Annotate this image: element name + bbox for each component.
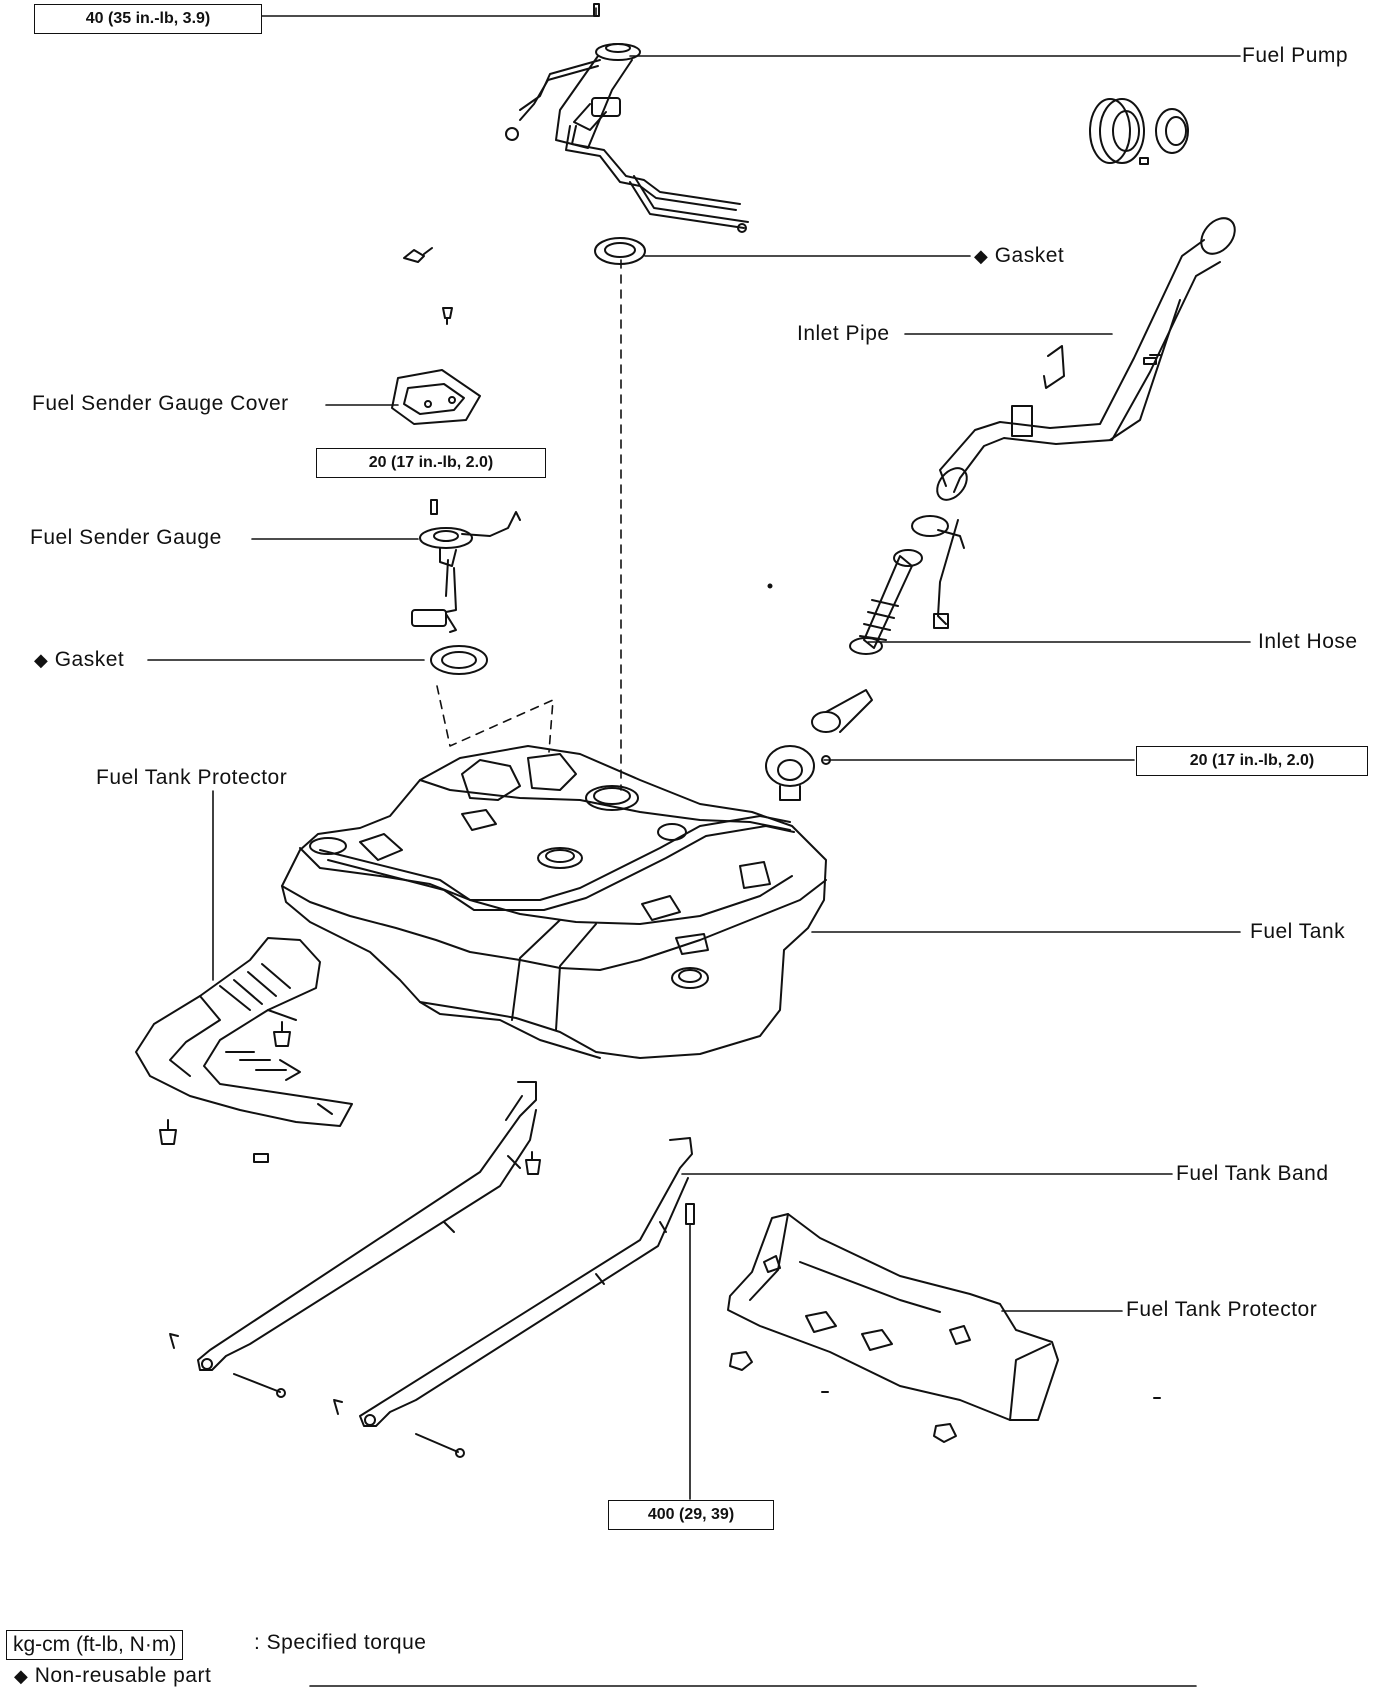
label-inlet-hose: Inlet Hose <box>1258 630 1358 653</box>
label-gasket-lower: ◆ Gasket <box>34 648 124 672</box>
sender-gauge-cover <box>391 369 481 425</box>
legend-torque-unit-box: kg-cm (ft-lb, N·m) <box>6 1630 184 1660</box>
torque-spec-band: 400 (29, 39) <box>608 1500 774 1530</box>
torque-spec-sender-gauge: 20 (17 in.-lb, 2.0) <box>316 448 546 478</box>
protector-left-bolts <box>159 1021 291 1163</box>
loose-screws-top <box>403 247 453 325</box>
label-gasket-lower-text: Gasket <box>54 648 125 671</box>
non-reusable-marker: ◆ <box>14 1666 29 1686</box>
label-fuel-tank-protector-right: Fuel Tank Protector <box>1126 1298 1318 1321</box>
torque-spec-inlet: 20 (17 in.-lb, 2.0) <box>1136 746 1368 776</box>
filler-cap-parts <box>1089 98 1189 165</box>
legend-non-reusable: ◆ Non-reusable part <box>14 1664 211 1688</box>
gasket-lower-ring <box>430 645 488 675</box>
sender-gauge-screw <box>430 499 438 515</box>
label-fuel-tank: Fuel Tank <box>1250 920 1346 943</box>
alignment-dashed-lines <box>436 259 622 791</box>
inlet-fitting <box>765 689 873 801</box>
legend-torque-description: : Specified torque <box>254 1631 427 1654</box>
label-gasket-upper: ◆ Gasket <box>974 244 1064 268</box>
label-inlet-pipe: Inlet Pipe <box>797 322 890 345</box>
label-fuel-sender-gauge: Fuel Sender Gauge <box>30 526 222 549</box>
fuel-pump-assembly <box>505 43 749 233</box>
label-fuel-pump: Fuel Pump <box>1242 44 1349 67</box>
torque-spec-fuel-pump: 40 (35 in.-lb, 3.9) <box>34 4 262 34</box>
label-fuel-tank-band: Fuel Tank Band <box>1176 1162 1329 1185</box>
inlet-pipe <box>936 217 1236 501</box>
non-reusable-marker: ◆ <box>34 650 49 670</box>
label-gasket-upper-text: Gasket <box>994 244 1065 267</box>
fuel-sender-gauge <box>411 511 521 633</box>
fuel-tank-band-left <box>169 1081 537 1398</box>
legend-non-reusable-text: Non-reusable part <box>34 1664 212 1687</box>
pump-bolt <box>593 3 600 17</box>
protector-right-nuts <box>729 1351 1161 1443</box>
fuel-tank-protector-left <box>135 937 353 1127</box>
inlet-hose <box>849 515 965 655</box>
non-reusable-marker: ◆ <box>974 246 989 266</box>
band-bolts <box>525 1151 695 1225</box>
label-fuel-tank-protector-left: Fuel Tank Protector <box>96 766 288 789</box>
fuel-tank-band-right <box>333 1137 693 1458</box>
gasket-upper-ring <box>594 237 646 265</box>
leader-lines <box>147 7 1251 1500</box>
fuel-tank-body <box>281 745 827 1059</box>
fuel-tank-protector-right <box>727 1213 1059 1421</box>
label-fuel-sender-gauge-cover: Fuel Sender Gauge Cover <box>32 392 289 415</box>
